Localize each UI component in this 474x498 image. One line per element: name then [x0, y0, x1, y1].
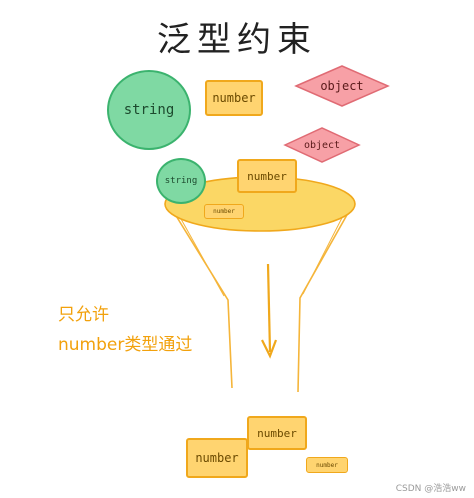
watermark: CSDN @浩浩ww — [395, 484, 466, 494]
flow-arrow-head — [261, 339, 278, 359]
note-line-1: 只允许 — [58, 305, 109, 325]
funnel-left-wall — [169, 205, 233, 389]
object-label: object — [320, 79, 364, 93]
number-box-mid: number — [237, 159, 297, 193]
diamond-shape — [294, 65, 390, 107]
number-label: number — [247, 169, 287, 183]
note-line-2: number类型通过 — [58, 335, 193, 355]
flow-arrow-shaft — [266, 263, 272, 353]
diagram-title: 泛型约束 — [157, 20, 317, 60]
number-label: number — [316, 461, 338, 469]
number-label: number — [195, 451, 239, 465]
funnel-right-wall — [297, 205, 353, 393]
number-box-out-right: number — [247, 416, 307, 450]
string-circle-small: string — [156, 158, 206, 204]
string-label: string — [164, 176, 198, 186]
number-box-in-funnel: number — [204, 204, 244, 219]
object-diamond-top: object — [292, 64, 392, 108]
string-label: string — [123, 102, 175, 118]
string-circle-large: string — [107, 70, 191, 150]
funnel-right-wall-2 — [302, 209, 347, 295]
number-label: number — [213, 208, 235, 215]
diamond-shape — [283, 127, 361, 163]
number-box-out-left: number — [186, 438, 248, 478]
number-box-top: number — [205, 80, 263, 116]
number-box-out-tiny: number — [306, 457, 348, 473]
number-label: number — [257, 426, 297, 440]
object-label: object — [303, 139, 341, 151]
number-label: number — [212, 91, 256, 105]
funnel-left-wall-2 — [175, 209, 225, 297]
object-diamond-mid: object — [282, 126, 362, 164]
